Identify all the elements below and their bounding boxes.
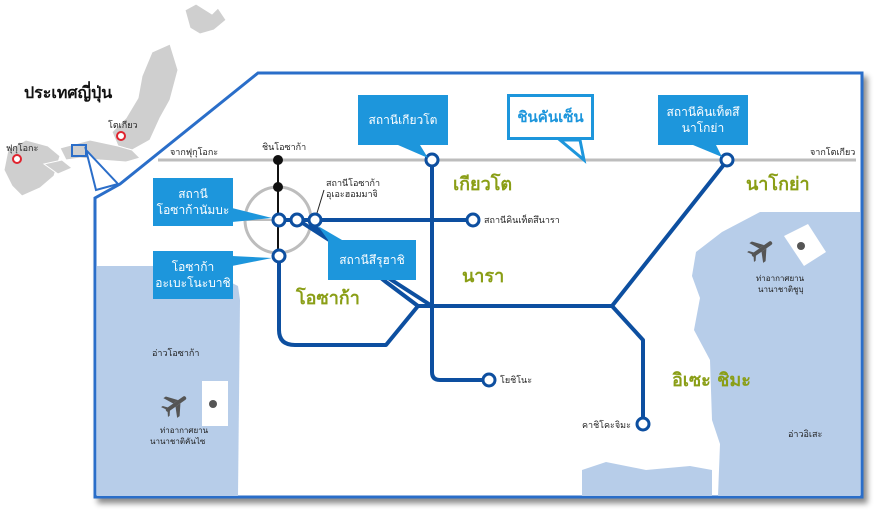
osaka-bay [97, 266, 240, 496]
box-namba-text-1: สถานี [178, 187, 208, 201]
box-pointers [232, 145, 722, 266]
airport-island-chubu [784, 224, 826, 266]
kansai-airport-dot [209, 400, 217, 408]
kansai-airport-label-1: ท่าอากาศยาน [160, 426, 209, 435]
tokyo-marker [116, 131, 126, 141]
station-shin-osaka [273, 155, 283, 165]
box-kyoto-station-text: สถานีเกียวโต [368, 113, 438, 127]
station-kyoto [424, 152, 440, 168]
station-namba [271, 212, 287, 228]
station-nippombashi [289, 212, 305, 228]
station-uehommachi [307, 212, 323, 228]
station-yoshino [481, 372, 497, 388]
from-fukuoka-label: จากฟุกุโอกะ [170, 147, 218, 158]
callout-tail [555, 138, 587, 164]
chubu-plane-icon [747, 241, 773, 263]
fukuoka-label: ฟุกุโอกะ [6, 143, 39, 154]
region-ise-shima: อิเซะ ชิมะ [672, 370, 751, 391]
region-nara: นารา [462, 266, 504, 287]
uehommachi-label-1: สถานีโอซาก้า [326, 178, 380, 189]
chubu-airport-label-2: นานาชาติชูบุ [758, 285, 804, 295]
kashikojima-label: คาชิโคะจิมะ [582, 420, 631, 431]
box-nagoya-text-2: นาโกย่า [681, 121, 725, 135]
ise-bay [692, 212, 860, 496]
station-kintetsu-nara [465, 212, 481, 228]
kintetsu-nara-label: สถานีคินเท็ตสึนารา [484, 213, 560, 226]
box-abeno-station: โอซาก้า อะเบะโนะบาชิ [153, 251, 233, 299]
station-abeno [271, 248, 287, 264]
chubu-airport-label-1: ท่าอากาศยาน [756, 274, 805, 283]
box-nagoya-text-1: สถานีคินเท็ตสึ [666, 105, 740, 119]
fukuoka-marker [12, 154, 22, 164]
station-nagoya [719, 152, 735, 168]
shin-osaka-label: ชินโอซาก้า [262, 142, 306, 153]
shinkansen-callout: ชินคันเซ็น [507, 94, 594, 140]
kansai-airport-label-2: นานาชาติคันไซ [150, 437, 206, 446]
inset-pointer [84, 146, 120, 192]
tokyo-label: โตเกียว [108, 120, 138, 131]
country-title: ประเทศญี่ปุ่น [24, 83, 113, 102]
inlet-bottom [582, 462, 712, 496]
box-namba-text-2: โอซาก้านัมบะ [156, 203, 230, 217]
station-umeda [273, 182, 283, 192]
station-kashikojima [635, 416, 651, 432]
box-nagoya-station: สถานีคินเท็ตสึ นาโกย่า [658, 95, 748, 145]
uehommachi-leader [316, 189, 325, 214]
box-abeno-text-1: โอซาก้า [171, 260, 215, 274]
box-tsuruhashi-text: สถานีสึรุฮาชิ [339, 253, 405, 267]
map-frame [93, 71, 864, 499]
osaka-bay-label: อ่าวโอซาก้า [152, 348, 199, 359]
box-abeno-text-2: อะเบะโนะบาชิ [155, 276, 231, 290]
box-kyoto-station: สถานีเกียวโต [358, 95, 448, 145]
uehommachi-label-2: อุเอะฮอมมาจิ [326, 189, 378, 200]
from-tokyo-label: จากโตเกียว [810, 147, 855, 158]
stations [271, 152, 735, 432]
ise-bay-label: อ่าวอิเสะ [788, 429, 822, 440]
kansai-plane-icon [161, 396, 187, 418]
box-namba-station: สถานี โอซาก้านัมบะ [153, 178, 233, 226]
region-kyoto: เกียวโต [453, 173, 512, 195]
yoshino-label: โยชิโนะ [500, 375, 532, 386]
region-osaka: โอซาก้า [295, 287, 360, 309]
region-nagoya: นาโกย่า [746, 173, 810, 195]
chubu-airport-dot [797, 242, 805, 250]
box-tsuruhashi-station: สถานีสึรุฮาชิ [328, 240, 416, 280]
